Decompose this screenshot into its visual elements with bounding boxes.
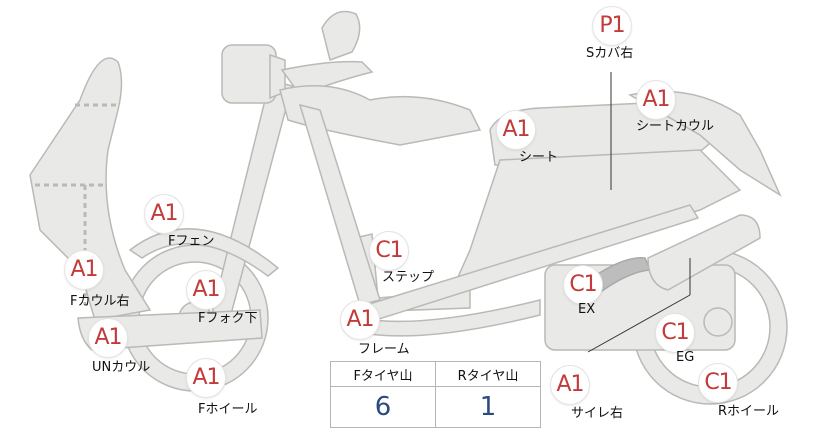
part-label-silencer-right: サイレ右 <box>571 406 624 421</box>
grade-code: C1 <box>375 238 403 263</box>
grade-circle <box>550 365 590 405</box>
grade-circle <box>144 194 184 234</box>
front-tread-value: 6 <box>330 386 436 428</box>
grade-marker-ex: C1 <box>563 265 603 305</box>
part-label-frame: フレーム <box>358 342 410 357</box>
leader-silencer <box>587 294 691 353</box>
tire-tread-table: Fタイヤ山 Rタイヤ山 6 1 <box>330 361 541 428</box>
grade-code: A1 <box>150 201 178 226</box>
grade-circle <box>636 80 676 120</box>
grade-circle <box>698 363 738 403</box>
part-label-step: ステップ <box>382 270 435 285</box>
grade-circle <box>186 270 226 310</box>
front-cowl <box>29 57 152 321</box>
grade-circle <box>64 250 104 290</box>
grade-code: A1 <box>642 87 670 112</box>
grade-code: C1 <box>661 320 689 345</box>
grade-code: A1 <box>502 117 530 142</box>
grade-circle <box>655 313 695 353</box>
part-label-r-wheel: Rホイール <box>718 404 780 419</box>
grade-marker-step: C1 <box>369 231 409 271</box>
grade-marker-silencer-right: A1 <box>550 365 590 405</box>
grade-circle <box>369 231 409 271</box>
part-label-f-fork-lower: Fフォク下 <box>198 311 258 326</box>
grade-marker-un-cowl: A1 <box>88 318 128 358</box>
grade-circle <box>186 358 226 398</box>
grade-circle <box>496 110 536 150</box>
grade-marker-eg: C1 <box>655 313 695 353</box>
part-label-f-fender: Fフェン <box>168 234 215 249</box>
part-label-seat: シート <box>519 150 559 165</box>
grade-marker-f-fork-lower: A1 <box>186 270 226 310</box>
grade-code: A1 <box>94 325 122 350</box>
tire-tread-header-row: Fタイヤ山 Rタイヤ山 <box>330 361 541 387</box>
grade-code: A1 <box>192 365 220 390</box>
headlight <box>221 44 277 104</box>
grade-code: A1 <box>346 307 374 332</box>
grade-marker-s-cover-right: P1 <box>592 6 632 46</box>
part-label-f-cowl-right: Fカウル右 <box>70 294 130 309</box>
grade-circle <box>340 300 380 340</box>
part-label-s-cover-right: Sカバ右 <box>586 46 634 61</box>
grade-code: A1 <box>70 257 98 282</box>
silencer <box>647 214 761 291</box>
grade-code: A1 <box>556 372 584 397</box>
grade-circle <box>88 318 128 358</box>
part-label-un-cowl: UNカウル <box>92 360 151 375</box>
part-label-f-wheel: Fホイール <box>198 402 258 417</box>
grade-marker-f-fender: A1 <box>144 194 184 234</box>
tire-tread-value-row: 6 1 <box>330 386 541 428</box>
grade-code: C1 <box>569 272 597 297</box>
part-label-ex: EX <box>578 302 596 317</box>
grade-code: C1 <box>704 370 732 395</box>
mirror <box>321 10 361 61</box>
grade-marker-seat-cowl: A1 <box>636 80 676 120</box>
grade-marker-f-wheel: A1 <box>186 358 226 398</box>
grade-code: A1 <box>192 277 220 302</box>
grade-marker-r-wheel: C1 <box>698 363 738 403</box>
grade-marker-f-cowl-right: A1 <box>64 250 104 290</box>
grade-circle <box>592 6 632 46</box>
rear-tread-header: Rタイヤ山 <box>435 361 541 387</box>
front-tread-header: Fタイヤ山 <box>330 361 436 387</box>
grade-marker-frame: A1 <box>340 300 380 340</box>
part-label-eg: EG <box>676 350 695 365</box>
rear-tread-value: 1 <box>435 386 541 428</box>
grade-code: P1 <box>599 13 625 38</box>
part-label-seat-cowl: シートカウル <box>636 119 715 134</box>
grade-marker-seat: A1 <box>496 110 536 150</box>
grade-circle <box>563 265 603 305</box>
